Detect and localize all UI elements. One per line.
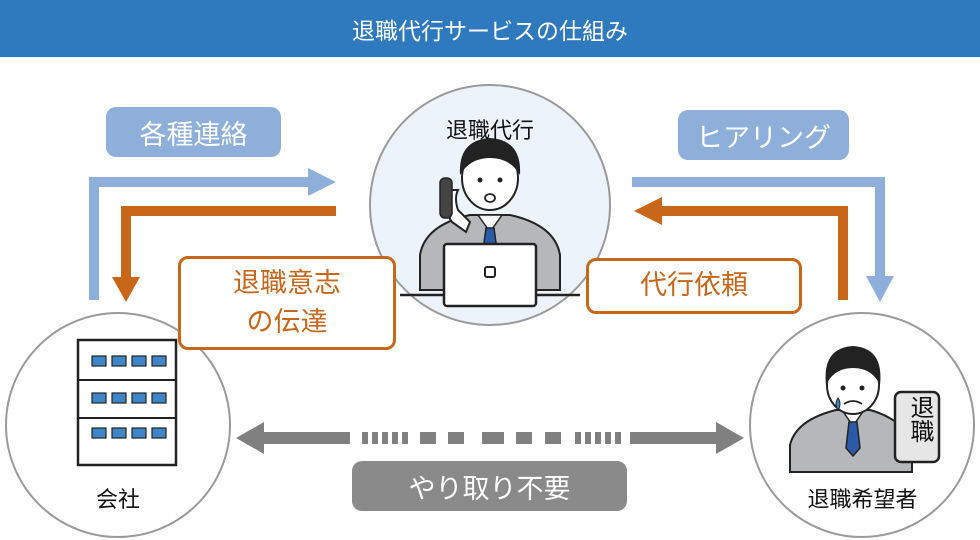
agent-icon — [400, 138, 580, 308]
company-label: 会社 — [95, 488, 140, 513]
intent-tag: 退職意志の伝達 — [178, 256, 396, 350]
contact-arrow — [89, 168, 336, 300]
contact-tag: 各種連絡 — [106, 107, 281, 157]
resign-sign-text: 退職 — [906, 395, 934, 443]
intent-arrow — [112, 206, 336, 302]
employee-label: 退職希望者 — [807, 488, 918, 513]
request-tag: 代行依頼 — [586, 258, 802, 314]
diagram-title: 退職代行サービスの仕組み — [0, 0, 980, 57]
no-exchange-tag: やり取り不要 — [352, 461, 627, 511]
agent-label: 退職代行 — [445, 119, 534, 144]
request-arrow — [634, 197, 848, 300]
no-exchange-arrow — [236, 422, 744, 454]
building-icon — [76, 338, 178, 467]
hearing-tag: ヒアリング — [678, 110, 849, 160]
hearing-arrow — [632, 177, 894, 302]
employee-icon — [789, 346, 941, 473]
